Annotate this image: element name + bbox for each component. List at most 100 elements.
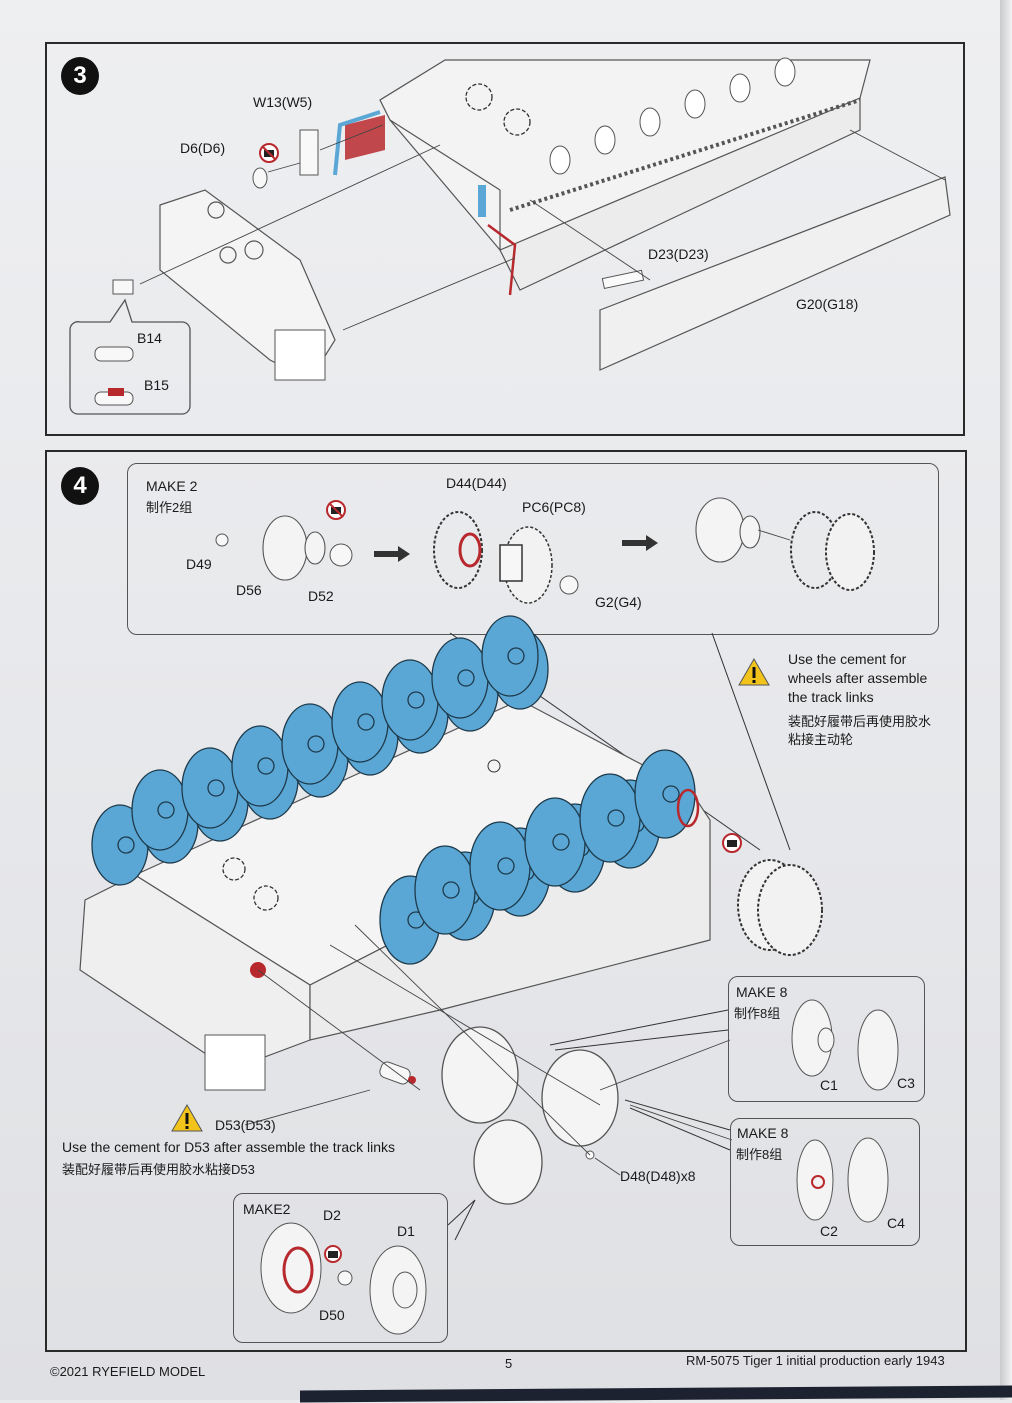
page-edge	[1000, 0, 1012, 1400]
c1c3-callout-pointer	[549, 1009, 729, 1051]
label-d44: D44(D44)	[446, 475, 507, 491]
roadwheel	[579, 773, 641, 863]
c2-wheel	[796, 1139, 834, 1221]
b15-cement-area	[108, 388, 124, 396]
track-guard-strip	[509, 98, 861, 212]
roadwheel-hub	[117, 836, 135, 854]
assembly-lines	[139, 124, 946, 331]
rear-plate-details	[207, 201, 264, 264]
roadwheel-hub	[552, 833, 570, 851]
label-c1: C1	[820, 1077, 838, 1093]
assembled-hub	[695, 497, 761, 563]
lower-roadwheels	[379, 749, 696, 965]
arrow-right-icon	[374, 546, 410, 562]
warning-wheels-line1: Use the cement for	[788, 651, 907, 667]
roadwheel-hub	[257, 757, 275, 775]
sprocket-make-count: MAKE 2	[146, 478, 198, 494]
step-4-panel	[45, 450, 967, 1352]
rear-plate-boxes	[274, 329, 326, 381]
side-skirt-g20	[599, 176, 951, 371]
upper-roadwheels	[91, 615, 549, 886]
d49-part	[215, 533, 229, 547]
roadwheel-hub	[497, 857, 515, 875]
d44-cement-ring	[458, 532, 482, 568]
assembled-sprocket	[790, 511, 875, 591]
d50-part	[337, 1270, 353, 1286]
hull-port	[487, 759, 501, 773]
label-pc6: PC6(PC8)	[522, 499, 586, 515]
b14-small-part	[112, 279, 134, 295]
roadwheel-hub	[407, 691, 425, 709]
pc6-sprocket-part	[499, 526, 553, 604]
hull-rear	[379, 59, 871, 291]
label-d50: D50	[319, 1307, 345, 1323]
step-3-panel	[45, 42, 965, 436]
warning-wheels-cn2: 粘接主动轮	[788, 732, 854, 747]
product-title: RM-5075 Tiger 1 initial production early…	[686, 1353, 945, 1368]
page-number: 5	[505, 1356, 513, 1371]
exploded-roadwheels	[441, 1026, 619, 1205]
roadwheel	[414, 845, 476, 935]
hull-hatches	[222, 857, 279, 911]
d53-part	[379, 1061, 411, 1085]
c1c3-make-count: MAKE 8	[736, 984, 788, 1000]
roadwheel-hub	[507, 647, 525, 665]
d53-cement	[408, 1076, 416, 1084]
roadwheel-hub	[357, 713, 375, 731]
idler-callout-pointer	[447, 1199, 476, 1241]
blue-frame	[333, 110, 381, 176]
roadwheel	[331, 681, 389, 763]
roadwheel-hub	[307, 735, 325, 753]
d44-sprocket-ring	[433, 511, 483, 589]
c2c4-make-count-cn: 制作8组	[736, 1147, 783, 1162]
label-d53: D53(D53)	[215, 1117, 276, 1133]
label-c4: C4	[887, 1215, 905, 1231]
warning-icon	[738, 657, 770, 686]
c4-wheel	[847, 1137, 889, 1223]
roadwheel-hub	[457, 669, 475, 687]
sprocket-make-count-cn: 制作2组	[146, 500, 193, 515]
d1-idler-part	[369, 1245, 427, 1335]
roadwheel	[181, 747, 239, 829]
roadwheel-hub	[607, 809, 625, 827]
d6-part	[252, 167, 268, 189]
final-sprocket	[737, 859, 823, 956]
no-cement-icon-hull	[722, 833, 742, 853]
roadwheel	[281, 703, 339, 785]
label-c2: C2	[820, 1223, 838, 1239]
c1-c3-assembly-box	[728, 976, 925, 1102]
warning-wheels-line2: wheels after assemble	[788, 670, 928, 686]
roadwheel	[524, 797, 586, 887]
label-b14: B14	[137, 330, 162, 346]
d2-idler-part	[260, 1222, 322, 1314]
idler-assembly-box	[233, 1193, 448, 1343]
label-d49: D49	[186, 556, 212, 572]
label-w13: W13(W5)	[253, 94, 313, 110]
label-d56: D56	[236, 582, 262, 598]
b14-callout-box	[69, 298, 191, 415]
roadwheel-hub	[157, 801, 175, 819]
roadwheel-hub	[207, 779, 225, 797]
warning-wheels-cn1: 装配好履带后再使用胶水	[788, 714, 932, 729]
assembly-lines-step4	[244, 924, 733, 1176]
warning-d53-text-cn: 装配好履带后再使用胶水粘接D53	[62, 1162, 255, 1177]
roadwheel	[481, 615, 539, 697]
roadwheel	[431, 637, 489, 719]
b14-part	[94, 346, 134, 362]
w13-mount-red	[345, 115, 385, 160]
label-g2: G2(G4)	[595, 594, 642, 610]
label-d52: D52	[308, 588, 334, 604]
c2c4-callout-pointer	[624, 1099, 731, 1151]
c2-c4-assembly-box	[730, 1118, 920, 1246]
label-d23: D23(D23)	[648, 246, 709, 262]
rear-plate-step4	[204, 1034, 266, 1091]
roadwheel	[231, 725, 289, 807]
no-cement-icon-idler	[324, 1245, 342, 1263]
red-edge	[487, 223, 517, 296]
step-3-badge: 3	[61, 57, 99, 95]
c1c3-make-count-cn: 制作8组	[734, 1006, 781, 1021]
warning-icon-d53	[171, 1103, 203, 1132]
g2-part	[559, 575, 579, 595]
d52-part	[329, 543, 353, 567]
